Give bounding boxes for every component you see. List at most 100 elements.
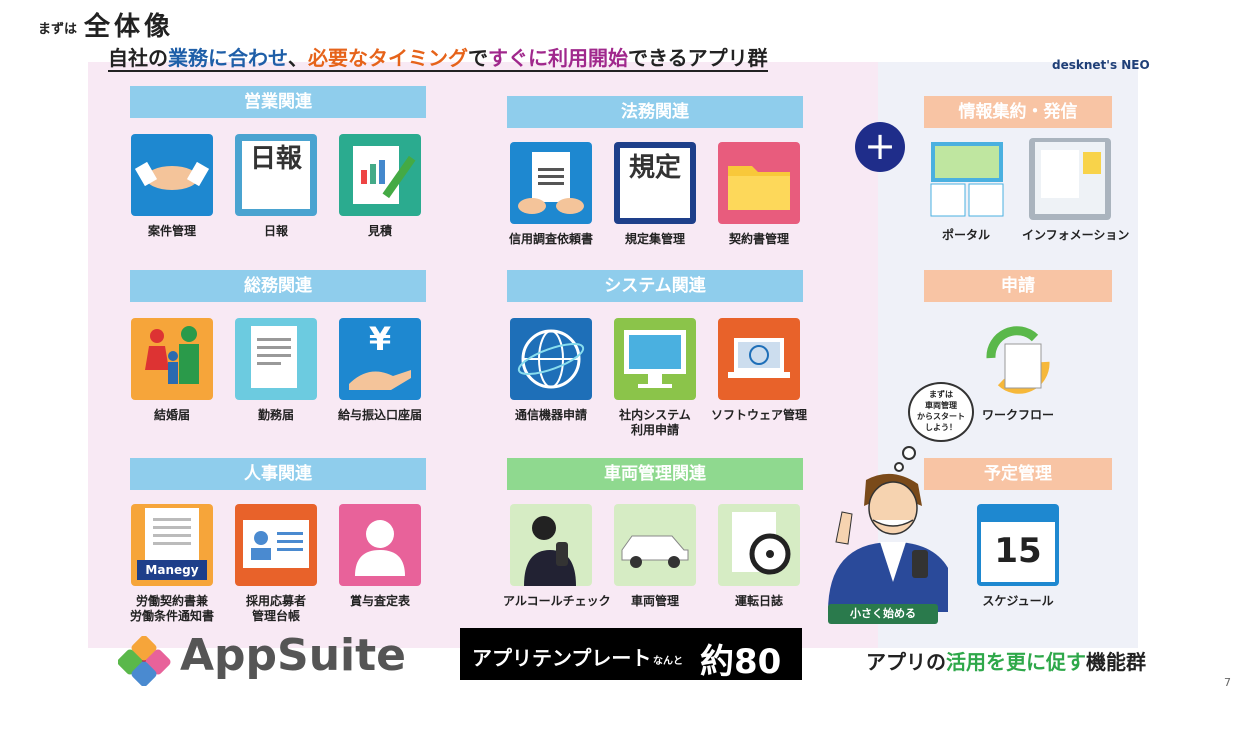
subtitle-part: で	[468, 46, 488, 70]
app-label: アルコールチェック	[503, 594, 611, 608]
app-label: 給与振込口座届	[337, 408, 422, 422]
app-unten[interactable]: 運転日誌	[711, 504, 807, 609]
brand-logo: desknet's NEO	[1052, 58, 1150, 72]
app-label: 採用応募者 管理台帳	[245, 594, 306, 623]
contract-icon: Manegy	[131, 504, 213, 586]
breathalyzer-icon	[510, 504, 592, 586]
subtitle-highlight: 必要なタイミング	[308, 46, 468, 70]
app-portal[interactable]: ポータル	[918, 138, 1014, 243]
folder-icon	[718, 142, 800, 224]
app-label: 賞与査定表	[349, 594, 410, 608]
app-shoyo[interactable]: 賞与査定表	[332, 504, 428, 609]
app-nippo[interactable]: 日報 日報	[228, 134, 324, 239]
subtitle-highlight: 業務に合わせ	[168, 46, 288, 70]
app-label: 日報	[263, 224, 288, 238]
category-schedule: 予定管理	[924, 458, 1112, 490]
calendar-day: 15	[981, 522, 1055, 582]
app-label: 通信機器申請	[514, 408, 587, 422]
template-count: 約80種	[700, 642, 782, 731]
app-software[interactable]: ソフトウェア管理	[711, 318, 807, 423]
title-prefix: まずは	[38, 22, 78, 37]
thought-dot	[894, 462, 904, 472]
id-card-icon	[235, 504, 317, 586]
app-label: 運転日誌	[734, 594, 783, 608]
tagline-part: 機能群	[1086, 650, 1146, 674]
app-label: 結婚届	[153, 408, 190, 422]
app-kyuyo[interactable]: ¥ 給与振込口座届	[332, 318, 428, 423]
appsuite-logo-mark	[117, 635, 174, 690]
app-label: 案件管理	[147, 224, 196, 238]
app-label: 規定集管理	[624, 232, 685, 246]
laptop-icon	[718, 318, 800, 400]
subtitle-part: 、	[288, 46, 308, 70]
yen-hand-icon: ¥	[339, 318, 421, 400]
app-alcohol[interactable]: アルコールチェック	[503, 504, 611, 609]
report-icon-text: 日報	[242, 141, 310, 209]
subtitle: 自社の業務に合わせ、必要なタイミングですぐに利用開始できるアプリ群	[108, 46, 768, 72]
app-label: インフォメーション	[1022, 228, 1130, 242]
category-general: 総務関連	[130, 270, 426, 302]
footer-tagline: アプリの活用を更に促す機能群	[866, 646, 1146, 675]
app-label: 見積	[367, 224, 392, 238]
category-system: システム関連	[507, 270, 803, 302]
report-icon: 日報	[235, 134, 317, 216]
app-label: 社内システム 利用申請	[619, 408, 691, 437]
app-kitei[interactable]: 規定 規定集管理	[607, 142, 703, 247]
app-mitsumori[interactable]: 見積	[332, 134, 428, 239]
category-sales: 営業関連	[130, 86, 426, 118]
app-label: 労働契約書兼 労働条件通知書	[129, 594, 214, 623]
handshake-icon	[131, 134, 213, 216]
app-label: 車両管理	[630, 594, 679, 608]
manegy-label: Manegy	[137, 560, 207, 580]
steering-wheel-icon	[718, 504, 800, 586]
app-tsushin[interactable]: 通信機器申請	[503, 318, 599, 423]
page-number: 7	[1224, 676, 1231, 689]
app-keiyaku[interactable]: 契約書管理	[711, 142, 807, 247]
app-label: 契約書管理	[728, 232, 789, 246]
workflow-icon	[977, 318, 1059, 400]
app-information[interactable]: インフォメーション	[1022, 138, 1130, 243]
regulation-icon: 規定	[614, 142, 696, 224]
category-legal: 法務関連	[507, 96, 803, 128]
app-anken[interactable]: 案件管理	[124, 134, 220, 239]
person-illustration	[818, 462, 958, 616]
app-label: ソフトウェア管理	[711, 408, 808, 422]
subtitle-part: できるアプリ群	[628, 46, 768, 70]
app-label: ワークフロー	[981, 408, 1054, 422]
globe-icon	[510, 318, 592, 400]
app-shinyo[interactable]: 信用調査依頼書	[503, 142, 599, 247]
app-label: 勤務届	[257, 408, 294, 422]
document-icon	[235, 318, 317, 400]
calendar-icon: 15	[977, 504, 1059, 586]
tagline-highlight: 活用を更に促す	[946, 650, 1086, 674]
speech-bubble: まずは 車両管理 からスタート しよう！	[908, 382, 974, 442]
app-workflow[interactable]: ワークフロー	[970, 318, 1066, 423]
app-label: スケジュール	[982, 594, 1054, 608]
subtitle-highlight: すぐに利用開始	[488, 46, 628, 70]
monitor-icon	[614, 318, 696, 400]
app-sharyo[interactable]: 車両管理	[607, 504, 703, 609]
start-small-badge: 小さく始める	[828, 604, 938, 624]
app-shanai[interactable]: 社内システム 利用申請	[607, 318, 703, 438]
template-label: アプリテンプレート	[472, 646, 652, 670]
category-vehicle: 車両管理関連	[507, 458, 803, 490]
car-icon	[614, 504, 696, 586]
app-label: 信用調査依頼書	[508, 232, 593, 246]
app-label: ポータル	[941, 228, 990, 242]
thought-dot	[902, 446, 916, 460]
app-schedule[interactable]: 15 スケジュール	[970, 504, 1066, 609]
app-saiyo[interactable]: 採用応募者 管理台帳	[228, 504, 324, 624]
app-kinmu[interactable]: 勤務届	[228, 318, 324, 423]
category-hr: 人事関連	[130, 458, 426, 490]
category-apply: 申請	[924, 270, 1112, 302]
app-rodo[interactable]: Manegy 労働契約書兼 労働条件通知書	[124, 504, 220, 624]
regulation-icon-text: 規定	[620, 148, 690, 218]
template-count-box: アプリテンプレート なんと 約80種	[460, 628, 802, 731]
speech-text: まずは 車両管理 からスタート しよう！	[917, 390, 965, 432]
document-hands-icon	[510, 142, 592, 224]
app-kekkon[interactable]: 結婚届	[124, 318, 220, 423]
estimate-icon	[339, 134, 421, 216]
bulletin-board-icon	[1029, 138, 1111, 220]
tagline-part: アプリの	[866, 650, 946, 674]
category-info: 情報集約・発信	[924, 96, 1112, 128]
